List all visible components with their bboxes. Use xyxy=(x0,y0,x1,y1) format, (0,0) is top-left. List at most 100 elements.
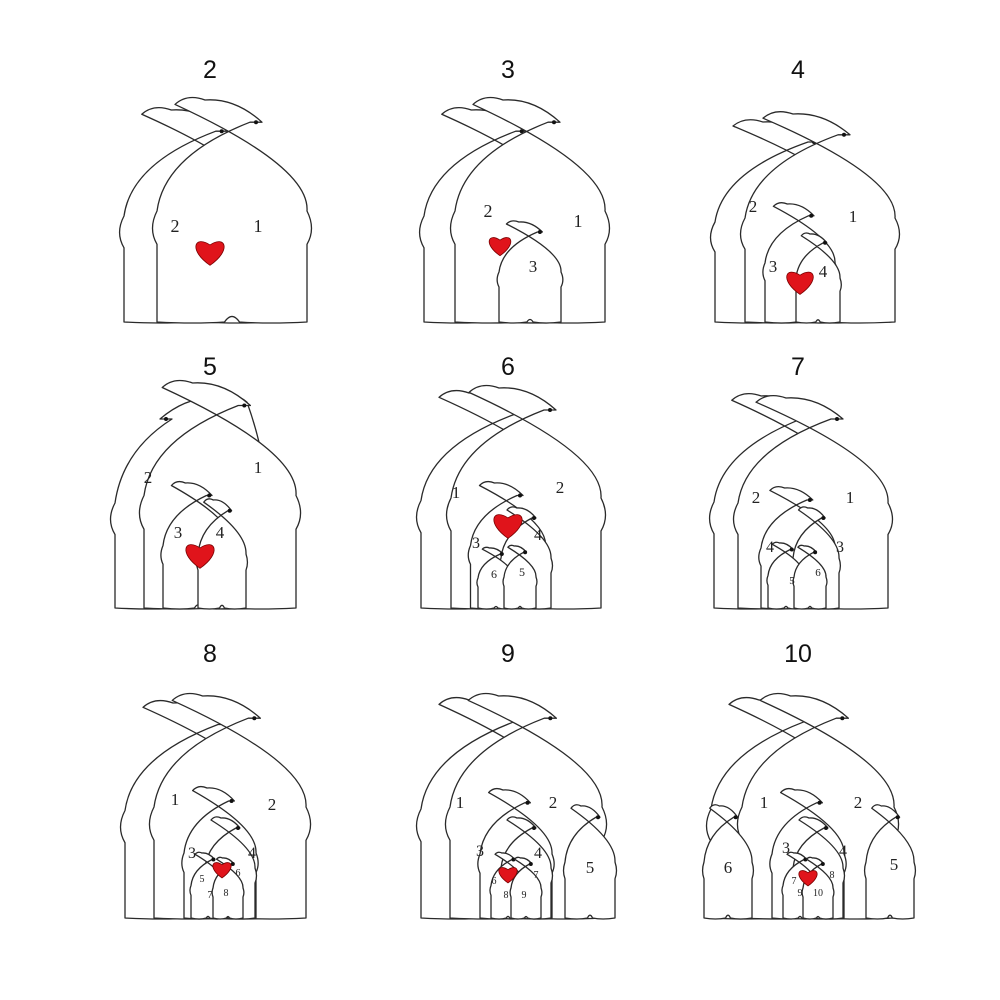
member-number-label: 3 xyxy=(472,535,480,552)
member-number-label: 1 xyxy=(254,216,263,236)
member-number-label: 4 xyxy=(819,262,828,281)
bear-nose xyxy=(817,800,822,805)
member-number-label: 4 xyxy=(534,527,542,544)
member-number-label: 7 xyxy=(792,876,797,887)
bear-nose xyxy=(548,716,553,721)
member-number-label: 9 xyxy=(798,888,803,899)
member-number-label: 5 xyxy=(789,575,795,587)
member-number-label: 9 xyxy=(522,890,527,901)
member-number-label: 2 xyxy=(268,795,277,814)
bear-nose xyxy=(840,716,845,721)
bear-outline xyxy=(863,804,917,920)
member-number-label: 6 xyxy=(492,876,497,887)
member-number-label: 1 xyxy=(849,207,858,226)
member-number-label: 1 xyxy=(760,793,769,812)
member-number-label: 5 xyxy=(586,858,595,877)
panel-heading: 2 xyxy=(203,56,217,84)
panel-family-2: 2 2 1 xyxy=(118,56,313,324)
member-number-label: 2 xyxy=(144,468,153,487)
heart-icon xyxy=(493,514,523,539)
member-number-label: 3 xyxy=(174,523,183,542)
member-number-label: 6 xyxy=(724,858,733,877)
member-number-label: 7 xyxy=(534,870,539,881)
member-number-label: 3 xyxy=(782,840,790,857)
bear-nose xyxy=(824,826,828,830)
member-number-label: 5 xyxy=(519,565,525,579)
bear-nose xyxy=(227,508,232,513)
member-number-label: 2 xyxy=(484,201,493,221)
bear-outline xyxy=(151,96,313,324)
member-number-label: 4 xyxy=(248,845,256,862)
bear-nose xyxy=(164,417,168,421)
member-number-label: 1 xyxy=(574,211,583,231)
bear-nose xyxy=(532,826,536,830)
member-number-label: 3 xyxy=(769,257,778,276)
member-number-label: 2 xyxy=(854,793,863,812)
bear-nose xyxy=(835,417,839,421)
bear-nose xyxy=(552,120,556,125)
bear-nose xyxy=(596,815,600,820)
bear-nose xyxy=(820,862,825,866)
heart-icon xyxy=(786,271,814,295)
member-number-label: 4 xyxy=(766,539,774,556)
member-number-label: 5 xyxy=(890,855,899,874)
member-number-label: 4 xyxy=(839,843,847,860)
bear-nose xyxy=(823,240,828,245)
bear-nose xyxy=(807,498,812,502)
bear-nose xyxy=(537,230,542,234)
bear-nose xyxy=(525,800,530,805)
bear-nose xyxy=(895,815,900,820)
bear-outline xyxy=(701,804,755,920)
bear-outline xyxy=(496,220,564,324)
bear-nose xyxy=(252,716,257,721)
member-number-label: 8 xyxy=(224,888,229,899)
bear-nose xyxy=(242,403,247,408)
heart-icon xyxy=(185,544,215,569)
heart-icon xyxy=(488,237,512,257)
member-number-label: 4 xyxy=(534,845,542,862)
panel-heading: 3 xyxy=(501,56,515,84)
bear-nose xyxy=(789,547,794,552)
bear-outline xyxy=(794,232,842,324)
member-number-label: 6 xyxy=(491,567,497,581)
bear-nose xyxy=(813,550,818,555)
bear-nose xyxy=(733,815,738,820)
bear-nose xyxy=(207,493,212,498)
member-number-label: 1 xyxy=(254,458,263,477)
member-number-label: 2 xyxy=(171,216,180,236)
member-number-label: 4 xyxy=(216,523,225,542)
bear-outline xyxy=(195,498,249,610)
member-number-label: 8 xyxy=(830,870,835,881)
panel-heading: 4 xyxy=(791,56,805,84)
member-number-label: 3 xyxy=(476,843,484,860)
bear-nose xyxy=(229,799,234,803)
bear-nose xyxy=(519,129,524,134)
member-number-label: 2 xyxy=(752,488,761,507)
member-number-label: 1 xyxy=(171,790,180,809)
bear-nose xyxy=(254,120,258,125)
member-number-label: 5 xyxy=(200,874,205,885)
panel-heading: 9 xyxy=(501,640,515,668)
member-number-label: 2 xyxy=(556,478,565,497)
bear-nose xyxy=(236,826,240,830)
bear-nose xyxy=(523,550,528,555)
member-number-label: 10 xyxy=(813,888,823,899)
bear-nose xyxy=(809,213,814,218)
heart-icon xyxy=(195,241,225,266)
heart-icon xyxy=(498,867,518,884)
member-number-label: 3 xyxy=(529,257,538,276)
panel-family-5: 5 2 1 3 4 xyxy=(109,353,302,610)
panel-heading: 7 xyxy=(791,353,805,381)
bear-outline xyxy=(792,544,828,610)
bear-nose xyxy=(532,516,536,520)
panel-heading: 10 xyxy=(784,640,812,668)
member-number-label: 3 xyxy=(188,845,196,862)
bear-nose xyxy=(230,862,235,866)
panel-heading: 8 xyxy=(203,640,217,668)
panel-heading: 5 xyxy=(203,353,217,381)
